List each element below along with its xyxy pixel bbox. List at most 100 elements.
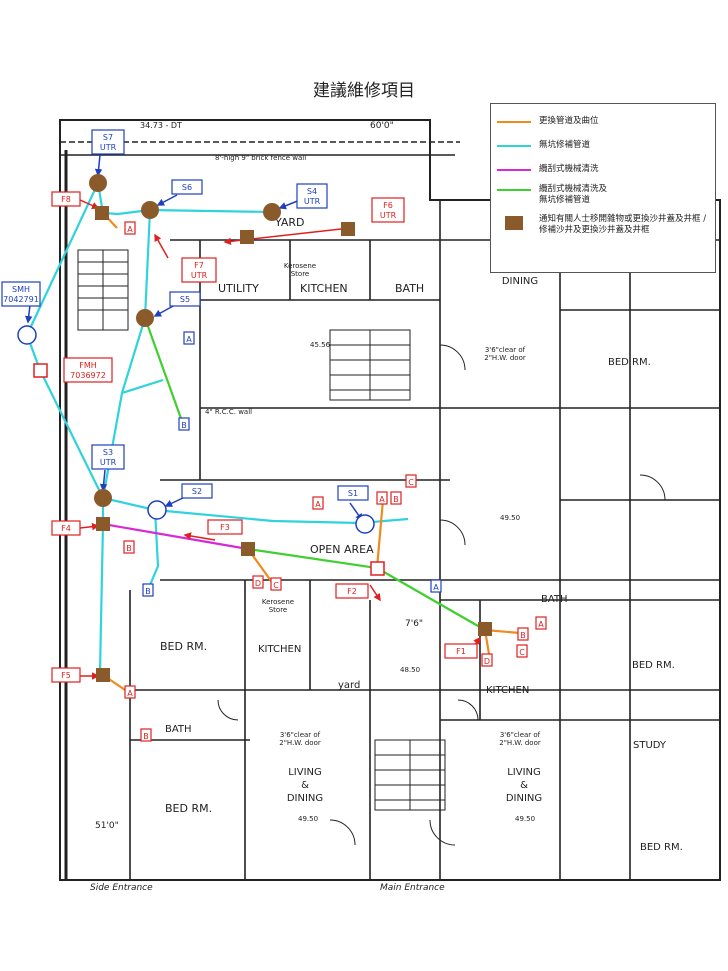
dims-top: 34.73 - DT — [140, 121, 182, 130]
legend-item-replace: 更換管道及曲位 — [497, 116, 599, 127]
fence-label: 8'-high 9" brick fence wall — [215, 154, 306, 162]
legend-swatch-green — [497, 189, 531, 191]
level-label-1: 49.50 — [500, 514, 520, 522]
living-dining-label-3: LIVING&DINING — [506, 767, 542, 804]
tag-c-f3: C — [273, 581, 279, 590]
square-f4 — [96, 517, 110, 531]
kitchen-label-top: KITCHEN — [300, 282, 348, 295]
bath-label-right: BATH — [541, 594, 568, 605]
cyan-pipe-4 — [148, 509, 160, 586]
legend-item-manhole: 通知有關人士移開雜物或更換沙井蓋及井框 / 修補沙井及更換沙井蓋及井框 — [497, 214, 706, 236]
square-f6 — [341, 222, 355, 236]
legend-swatch-orange — [497, 121, 531, 123]
tag-a-f5: A — [127, 689, 133, 698]
open-area-label: OPEN AREA — [310, 543, 374, 556]
legend: 更換管道及曲位 無坑修補管道 纜刮式機械清洗 纜刮式機械清洗及 無坑修補管道 通… — [490, 103, 716, 273]
bed-rm-label-3: BED RM. — [632, 660, 675, 671]
tag-c-f1: C — [519, 648, 525, 657]
legend-swatch-magenta — [497, 169, 531, 171]
bed-rm-label-5: BED RM. — [160, 640, 207, 653]
legend-label-manhole: 通知有關人士移開雜物或更換沙井蓋及井框 / 修補沙井及更換沙井蓋及井框 — [539, 214, 707, 235]
plan-text: 34.73 - DT 60'0" 8'-high 9" brick fence … — [90, 121, 683, 893]
tag-b-f1: B — [520, 631, 526, 640]
square-f7 — [240, 230, 254, 244]
kitchen-label-left: KITCHEN — [258, 644, 301, 655]
wall-label: 4" R.C.C. wall — [205, 408, 252, 416]
label-f4: F4 — [61, 524, 71, 533]
label-s1: S1 — [348, 489, 358, 498]
page-title: 建議維修項目 — [313, 81, 415, 101]
manhole-s6 — [141, 201, 159, 219]
cyan-pipe-2 — [25, 209, 152, 502]
open-manholes — [17, 325, 375, 534]
cyan-pipe-3 — [102, 496, 409, 525]
tag-a-f8: A — [127, 225, 133, 234]
square-f1 — [478, 622, 492, 636]
bed-rm-label-6: BED RM. — [165, 802, 212, 815]
manhole-s2 — [147, 500, 167, 520]
tag-a-f1: A — [538, 620, 544, 629]
tag-c-f2: C — [408, 478, 414, 487]
legend-label-trenchless: 無坑修補管道 — [539, 140, 591, 150]
cyan-pipe-1 — [26, 179, 273, 336]
label-f5: F5 — [61, 671, 71, 680]
bed-rm-label-4: BED RM. — [640, 842, 683, 853]
manhole-s1 — [355, 514, 375, 534]
tag-a-s5: A — [186, 335, 192, 344]
side-entrance-label: Side Entrance — [90, 883, 153, 893]
manhole-s4 — [263, 203, 281, 221]
label-f1: F1 — [456, 647, 466, 656]
orange-pipe-4 — [375, 499, 385, 569]
tag-a-f2: A — [379, 495, 385, 504]
dim-51: 51'0" — [95, 821, 119, 831]
level-label-2: 45.56 — [310, 341, 331, 349]
manholes — [89, 174, 492, 682]
pipe-routes — [25, 179, 521, 693]
tag-b-f5: B — [143, 732, 149, 741]
level-label-3: 48.50 — [400, 666, 420, 674]
legend-label-mechanical-trenchless: 纜刮式機械清洗及 無坑修補管道 — [539, 184, 608, 205]
manhole-smh — [17, 325, 37, 345]
bath-label-top: BATH — [395, 282, 424, 295]
magenta-pipe-1 — [102, 522, 249, 551]
manhole-fmh — [33, 363, 48, 378]
label-s6: S6 — [182, 183, 192, 192]
square-f2 — [370, 561, 385, 576]
label-f2: F2 — [347, 587, 357, 596]
label-f8: F8 — [61, 195, 71, 204]
square-f3 — [241, 542, 255, 556]
manhole-s7 — [89, 174, 107, 192]
legend-swatch-cyan — [497, 145, 531, 147]
yard-label: YARD — [274, 216, 305, 229]
tag-b-f2: B — [393, 495, 399, 504]
living-dining-label-2: LIVING&DINING — [287, 767, 323, 804]
dim-76: 7'6" — [405, 619, 423, 629]
main-entrance-label: Main Entrance — [380, 883, 445, 893]
tag-d-f3: D — [255, 579, 261, 588]
green-pipe-1 — [143, 317, 185, 425]
utility-label: UTILITY — [218, 282, 259, 295]
tag-b-f4: B — [126, 544, 132, 553]
legend-swatch-brown — [505, 216, 523, 230]
study-label: STUDY — [633, 740, 667, 751]
cyan-pipe-6 — [121, 378, 164, 395]
yard-label-2: yard — [338, 680, 360, 691]
manhole-s3 — [94, 489, 112, 507]
bath-label-left: BATH — [165, 724, 192, 735]
tag-a-s2: A — [315, 500, 321, 509]
tag-d-f1: D — [484, 657, 490, 666]
kitchen-label-right: KITCHEN — [486, 685, 529, 696]
tag-a-s1: A — [433, 583, 439, 592]
legend-item-mechanical-trenchless: 纜刮式機械清洗及 無坑修補管道 — [497, 184, 607, 206]
legend-label-mechanical: 纜刮式機械清洗 — [539, 164, 599, 174]
